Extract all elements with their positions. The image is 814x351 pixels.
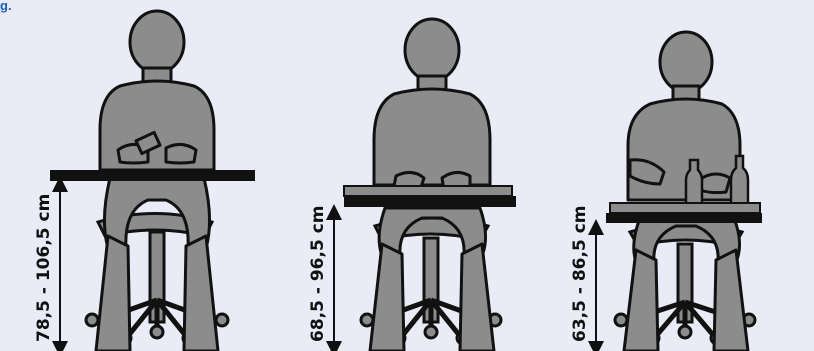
- table-3-top: [610, 203, 760, 213]
- height-label-1: 78,5 - 106,5 cm: [34, 194, 54, 342]
- figure-3: 63,5 - 86,5 cm: [570, 32, 762, 351]
- height-label-2: 68,5 - 96,5 cm: [308, 206, 328, 343]
- table-1: [50, 170, 255, 181]
- table-2-top: [344, 186, 512, 196]
- table-3: [606, 213, 762, 223]
- table-2: [344, 196, 516, 207]
- figure-1: 78,5 - 106,5 cm: [34, 11, 255, 351]
- figure-2: 68,5 - 96,5 cm: [308, 19, 516, 351]
- height-label-3: 63,5 - 86,5 cm: [570, 206, 590, 343]
